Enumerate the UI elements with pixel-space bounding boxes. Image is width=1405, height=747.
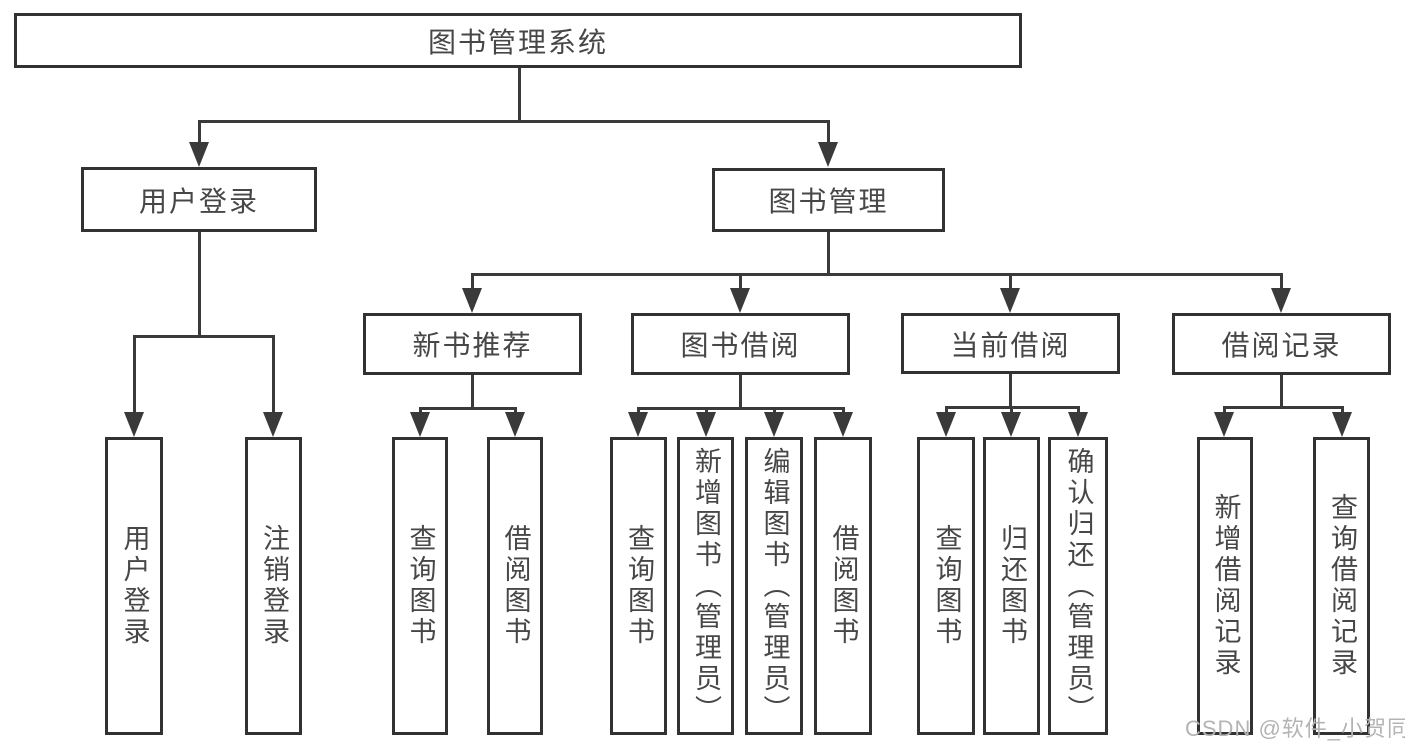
node-label-leaf-add-books-admin: 新增图书（管理员） bbox=[691, 446, 721, 726]
arrow-down-icon bbox=[124, 412, 144, 437]
connector-rail-borrowing-records bbox=[1222, 406, 1344, 409]
connector-rail-book-borrowing bbox=[636, 407, 845, 410]
arrow-shaft-book-management bbox=[826, 120, 830, 147]
node-label-current-borrowing: 当前借阅 bbox=[950, 329, 1071, 361]
connector-drop-user-login bbox=[197, 232, 201, 338]
node-label-leaf-user-login: 用户登录 bbox=[119, 524, 150, 648]
node-label-leaf-return-books: 归还图书 bbox=[997, 524, 1027, 648]
node-label-leaf-query-borrow-record: 查询借阅记录 bbox=[1327, 493, 1357, 679]
node-label-leaf-query-books-2: 查询图书 bbox=[624, 524, 654, 648]
arrow-shaft-leaf-add-borrow-record bbox=[1222, 406, 1226, 417]
arrow-down-icon bbox=[1068, 412, 1088, 437]
arrow-down-icon bbox=[1000, 288, 1020, 313]
arrow-down-icon bbox=[936, 412, 956, 437]
node-leaf-borrow-books-2: 借阅图书 bbox=[814, 437, 872, 735]
node-label-leaf-borrow-books-1: 借阅图书 bbox=[500, 524, 531, 648]
arrow-down-icon bbox=[410, 412, 430, 437]
node-current-borrowing: 当前借阅 bbox=[901, 313, 1120, 374]
arrow-shaft-user-login bbox=[197, 120, 201, 147]
arrow-shaft-current-borrowing bbox=[1008, 273, 1012, 293]
node-label-root: 图书管理系统 bbox=[427, 26, 608, 58]
node-label-book-management: 图书管理 bbox=[768, 186, 889, 217]
arrow-shaft-leaf-user-login bbox=[132, 335, 136, 417]
node-new-book-recommend: 新书推荐 bbox=[363, 313, 582, 375]
arrow-down-icon bbox=[189, 142, 209, 167]
arrow-down-icon bbox=[505, 412, 525, 437]
arrow-down-icon bbox=[263, 412, 283, 437]
node-leaf-borrow-books-1: 借阅图书 bbox=[487, 437, 543, 735]
node-label-leaf-confirm-return-admin: 确认归还（管理员） bbox=[1063, 446, 1094, 726]
arrow-down-icon bbox=[696, 412, 716, 437]
connector-rail-book-management bbox=[470, 273, 1283, 276]
node-leaf-logout: 注销登录 bbox=[245, 437, 302, 735]
arrow-shaft-leaf-logout bbox=[271, 335, 275, 417]
node-label-new-book-recommend: 新书推荐 bbox=[412, 330, 533, 361]
connector-drop-new-book-recommend bbox=[470, 375, 474, 410]
arrow-down-icon bbox=[1001, 412, 1021, 437]
node-leaf-add-books-admin: 新增图书（管理员） bbox=[677, 437, 734, 735]
arrow-shaft-borrowing-records bbox=[1279, 273, 1283, 293]
node-leaf-add-borrow-record: 新增借阅记录 bbox=[1197, 437, 1253, 735]
arrow-down-icon bbox=[628, 412, 648, 437]
arrow-down-icon bbox=[1332, 412, 1352, 437]
node-label-leaf-edit-books-admin: 编辑图书（管理员） bbox=[759, 446, 790, 726]
node-label-book-borrowing: 图书借阅 bbox=[680, 330, 801, 361]
connector-rail-new-book-recommend bbox=[418, 407, 517, 410]
node-label-borrowing-records: 借阅记录 bbox=[1221, 330, 1342, 361]
arrow-down-icon bbox=[833, 412, 853, 437]
arrow-down-icon bbox=[1271, 288, 1291, 313]
connector-drop-root bbox=[517, 68, 521, 123]
arrow-down-icon bbox=[462, 288, 482, 313]
node-leaf-query-books-2: 查询图书 bbox=[610, 437, 667, 735]
node-leaf-query-books-1: 查询图书 bbox=[392, 437, 448, 735]
connector-drop-book-borrowing bbox=[738, 375, 742, 410]
arrow-shaft-new-book-recommend bbox=[470, 273, 474, 293]
node-leaf-query-borrow-record: 查询借阅记录 bbox=[1313, 437, 1370, 735]
node-root: 图书管理系统 bbox=[14, 13, 1022, 68]
arrow-shaft-book-borrowing bbox=[738, 273, 742, 293]
node-label-user-login: 用户登录 bbox=[138, 185, 259, 217]
node-label-leaf-query-books-3: 查询图书 bbox=[931, 524, 962, 648]
node-leaf-query-books-3: 查询图书 bbox=[917, 437, 975, 735]
node-leaf-user-login: 用户登录 bbox=[105, 437, 163, 735]
arrow-down-icon bbox=[730, 288, 750, 313]
node-user-login: 用户登录 bbox=[81, 167, 317, 232]
connector-rail-user-login bbox=[132, 335, 275, 338]
arrow-down-icon bbox=[764, 412, 784, 437]
node-leaf-confirm-return-admin: 确认归还（管理员） bbox=[1048, 437, 1108, 735]
node-label-leaf-borrow-books-2: 借阅图书 bbox=[828, 524, 859, 648]
arrow-shaft-leaf-return-books bbox=[1009, 406, 1013, 417]
node-book-management: 图书管理 bbox=[712, 168, 945, 232]
arrow-down-icon bbox=[818, 142, 838, 167]
node-label-leaf-query-books-1: 查询图书 bbox=[405, 524, 436, 648]
node-leaf-edit-books-admin: 编辑图书（管理员） bbox=[745, 437, 803, 735]
connector-drop-book-management bbox=[826, 232, 830, 276]
arrow-shaft-leaf-query-borrow-record bbox=[1340, 406, 1344, 417]
arrow-shaft-leaf-query-books-3 bbox=[944, 406, 948, 417]
node-label-leaf-add-borrow-record: 新增借阅记录 bbox=[1210, 493, 1241, 679]
node-leaf-return-books: 归还图书 bbox=[983, 437, 1040, 735]
node-book-borrowing: 图书借阅 bbox=[631, 313, 850, 375]
node-label-leaf-logout: 注销登录 bbox=[259, 524, 289, 648]
arrow-shaft-leaf-confirm-return-admin bbox=[1076, 406, 1080, 417]
arrow-down-icon bbox=[1214, 412, 1234, 437]
node-borrowing-records: 借阅记录 bbox=[1172, 313, 1391, 375]
connector-drop-borrowing-records bbox=[1279, 375, 1283, 409]
connector-drop-current-borrowing bbox=[1008, 374, 1012, 409]
csdn-watermark: CSDN @软件_小贺同学 bbox=[1185, 716, 1405, 741]
connector-rail-root bbox=[197, 120, 830, 123]
